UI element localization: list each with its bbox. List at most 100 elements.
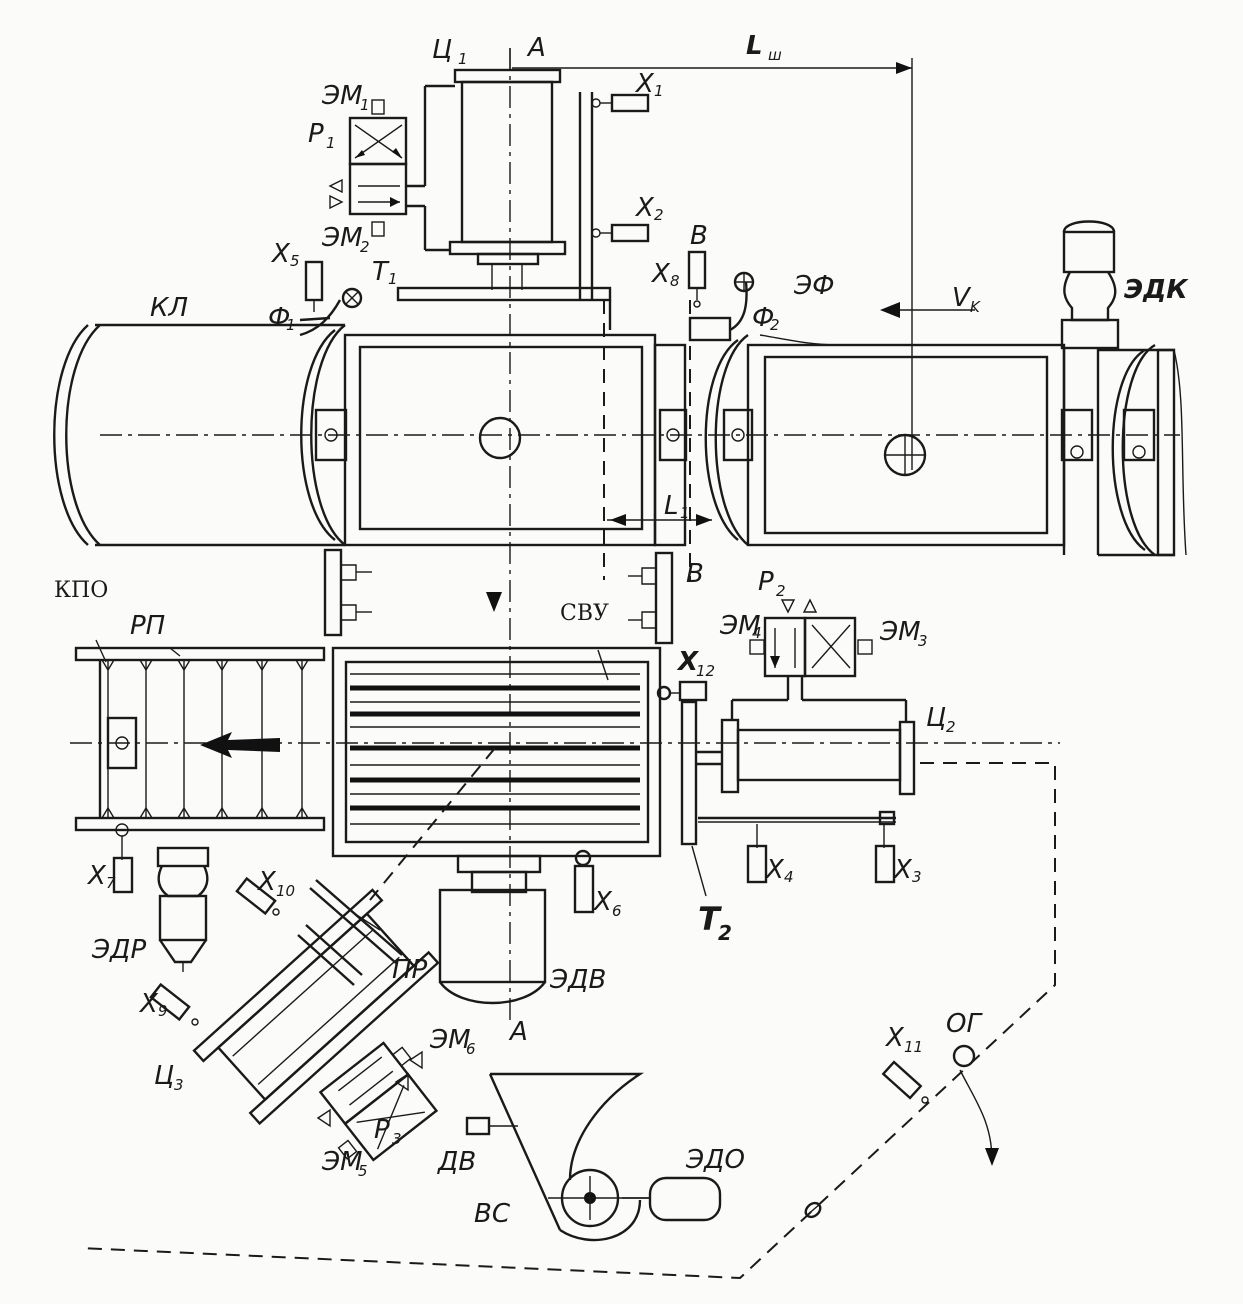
damper-og [952, 1044, 999, 1166]
svg-text:Ц: Ц [432, 35, 452, 65]
label-a-top: A [526, 33, 546, 63]
svg-text:X: X [884, 1023, 905, 1053]
sensor-x6 [573, 849, 595, 914]
svg-text:1: 1 [286, 316, 296, 334]
svg-text:3: 3 [174, 1076, 184, 1094]
svg-text:T: T [372, 257, 390, 287]
label-ef: ЭФ [793, 271, 835, 301]
sensor-x9 [149, 982, 199, 1026]
nozzle-f1 [299, 287, 363, 337]
gap-l1 [603, 300, 712, 580]
label-kpo: КПО [54, 578, 108, 603]
svg-text:Р: Р [758, 567, 774, 597]
svg-text:A: A [526, 33, 546, 63]
svg-text:Р: Р [308, 119, 324, 149]
svg-text:КЛ: КЛ [150, 293, 188, 323]
label-vs: ВС [474, 1199, 511, 1229]
label-em5: ЭМ5 [321, 1147, 368, 1180]
svg-text:L: L [664, 491, 679, 521]
ladle-kl [53, 323, 345, 547]
svg-text:ш: ш [768, 46, 782, 64]
sensor-x8 [687, 250, 707, 308]
sensor-x7 [112, 823, 134, 894]
label-em1: ЭМ1 [321, 81, 370, 114]
svg-text:X: X [592, 887, 613, 917]
svg-text:ЭДО: ЭДО [685, 1145, 745, 1175]
valve-p3 [318, 1041, 439, 1162]
svg-text:1: 1 [458, 50, 468, 68]
sensor-x10 [235, 876, 280, 916]
sensor-x12 [656, 680, 708, 702]
svg-text:ЭМ: ЭМ [321, 223, 363, 253]
mold-section-2-ef [704, 334, 1066, 547]
label-edk: ЭДК [1124, 275, 1189, 305]
svg-text:6: 6 [466, 1040, 476, 1058]
label-pr: ПР [392, 955, 428, 985]
svg-text:Ф: Ф [752, 303, 774, 333]
svg-text:ЭМ: ЭМ [321, 81, 363, 111]
motor-edk [1060, 220, 1120, 555]
svg-text:3: 3 [392, 1130, 402, 1148]
label-edo: ЭДО [685, 1145, 745, 1175]
valve-p2 [730, 598, 908, 722]
label-a-bot: A [508, 1017, 528, 1047]
svg-text:X: X [892, 855, 913, 885]
label-f2: Ф2 [752, 303, 780, 334]
pusher-t2 [680, 700, 896, 897]
svg-text:ЭМ: ЭМ [879, 617, 921, 647]
svg-text:3: 3 [918, 632, 928, 650]
svg-text:2: 2 [360, 238, 370, 256]
motor-edr [156, 846, 210, 972]
label-og: ОГ [946, 1009, 983, 1039]
svg-text:2: 2 [718, 921, 732, 945]
svg-text:ОГ: ОГ [946, 1009, 983, 1039]
clamps-left [323, 548, 372, 637]
svg-text:B: B [686, 559, 704, 589]
roller-conveyor-rp [70, 639, 1060, 832]
svg-text:ЭДР: ЭДР [91, 935, 146, 965]
label-b-mid: B [686, 559, 704, 589]
svg-text:СВУ: СВУ [560, 601, 609, 626]
svg-text:L: L [746, 31, 763, 61]
svg-text:X: X [270, 239, 291, 269]
label-em4: ЭМ4 [719, 611, 762, 642]
sensor-x11 [881, 1060, 929, 1104]
svg-text:X: X [86, 861, 107, 891]
motor-edv [438, 854, 547, 1005]
sensor-x3 [874, 824, 896, 884]
svg-text:1: 1 [360, 96, 370, 114]
label-rp: РП [130, 611, 165, 641]
svg-text:2: 2 [770, 316, 780, 334]
svg-text:1: 1 [388, 270, 398, 288]
svg-text:5: 5 [358, 1162, 368, 1180]
dimension-l-sh [512, 58, 913, 470]
svg-text:12: 12 [696, 662, 715, 680]
svg-text:6: 6 [612, 902, 622, 920]
svg-text:X: X [650, 259, 671, 289]
svg-text:Ц: Ц [154, 1061, 174, 1091]
svg-text:ЭДВ: ЭДВ [549, 965, 606, 995]
svg-text:X: X [256, 867, 277, 897]
svg-text:X: X [676, 647, 700, 677]
svg-text:A: A [508, 1017, 528, 1047]
sensor-rod-x1-x2 [578, 92, 650, 300]
valve-p1 [328, 84, 455, 252]
svg-text:K: K [970, 298, 981, 316]
svg-text:7: 7 [106, 874, 116, 892]
svg-text:4: 4 [752, 624, 762, 642]
mold-section-3 [1098, 343, 1187, 557]
